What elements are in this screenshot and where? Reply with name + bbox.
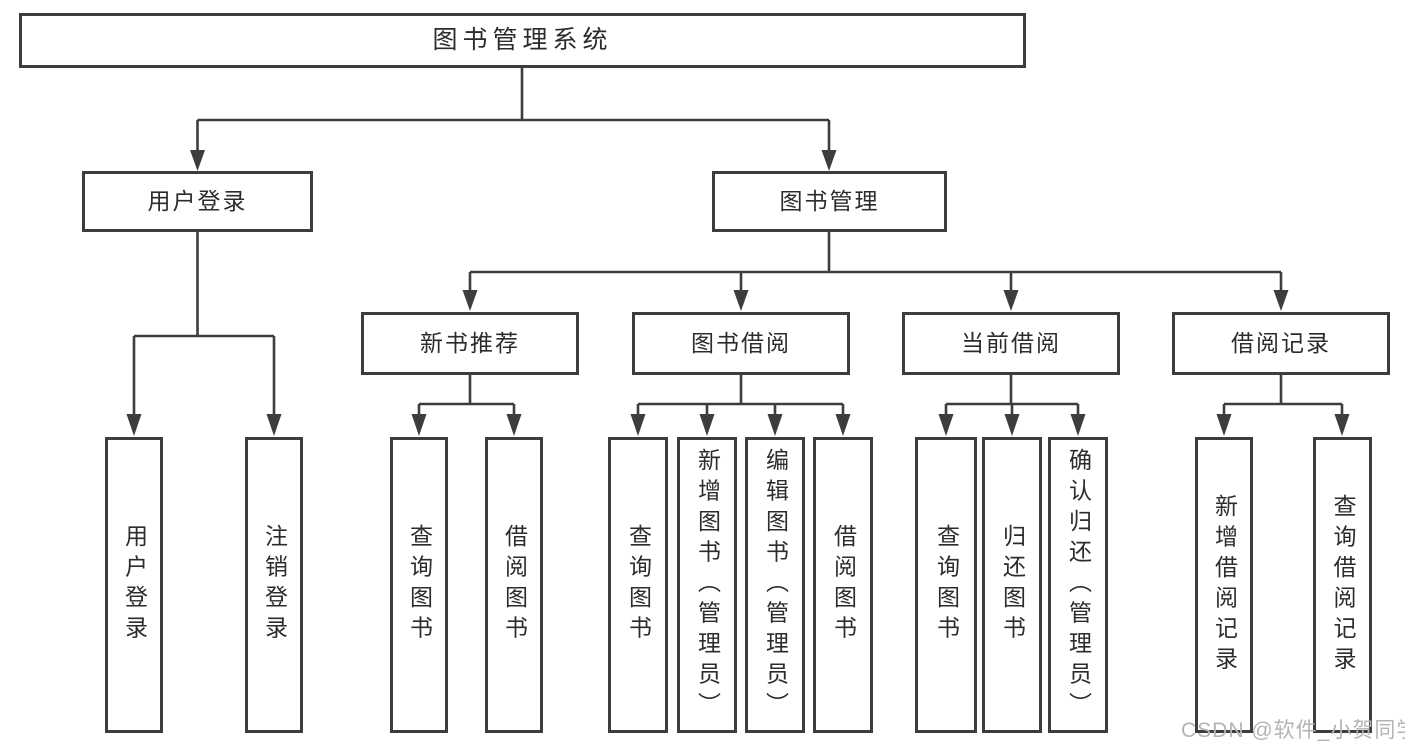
node-label: 借阅图书	[830, 524, 857, 646]
node-label: 查询图书	[406, 524, 433, 646]
leaf-edit-book-admin: 编辑图书（管理员）	[745, 437, 805, 733]
node-label: 用户登录	[147, 188, 248, 214]
node-label: 图书管理系统	[432, 26, 613, 54]
leaf-query-borrow-record: 查询借阅记录	[1313, 437, 1372, 733]
leaf-borrow-books: 借阅图书	[813, 437, 873, 733]
leaf-return-book: 归还图书	[982, 437, 1042, 733]
node-label: 当前借阅	[961, 330, 1061, 356]
node-current-borrow: 当前借阅	[902, 312, 1120, 375]
node-user-login: 用户登录	[82, 171, 313, 232]
leaf-add-borrow-record: 新增借阅记录	[1195, 437, 1253, 733]
connector-new-book-recommend-to-leaves	[411, 375, 522, 436]
connector-book-borrow-to-leaves	[630, 375, 851, 436]
node-new-book-recommend: 新书推荐	[361, 312, 579, 375]
leaf-user-login: 用户登录	[105, 437, 163, 733]
connector-current-borrow-to-leaves	[938, 375, 1086, 436]
connector-user-login-to-leaves	[126, 231, 282, 436]
connector-borrow-records-to-leaves	[1216, 375, 1350, 436]
node-book-management: 图书管理	[712, 171, 947, 232]
node-label: 新增图书（管理员）	[694, 447, 721, 723]
connector-root-to-level2	[190, 68, 837, 171]
connector-book-management-to-level3	[462, 231, 1289, 311]
leaf-query-books-current: 查询图书	[915, 437, 977, 733]
leaf-query-books-borrow: 查询图书	[608, 437, 668, 733]
node-label: 查询图书	[625, 524, 652, 646]
node-label: 确认归还（管理员）	[1065, 447, 1092, 723]
node-label: 图书管理	[779, 188, 880, 214]
node-label: 注销登录	[261, 524, 288, 646]
leaf-add-book-admin: 新增图书（管理员）	[677, 437, 737, 733]
node-label: 编辑图书（管理员）	[762, 447, 789, 723]
csdn-watermark: CSDN @软件_小贺同学	[1181, 719, 1405, 742]
leaf-query-books-recommend: 查询图书	[390, 437, 448, 733]
node-borrow-records: 借阅记录	[1172, 312, 1390, 375]
node-label: 归还图书	[999, 524, 1026, 646]
node-label: 查询图书	[933, 524, 960, 646]
node-label: 新增借阅记录	[1211, 493, 1238, 677]
node-label: 图书借阅	[691, 330, 791, 356]
node-book-borrow: 图书借阅	[632, 312, 850, 375]
node-label: 新书推荐	[420, 330, 520, 356]
node-root: 图书管理系统	[19, 13, 1026, 68]
leaf-logout: 注销登录	[245, 437, 303, 733]
leaf-confirm-return-admin: 确认归还（管理员）	[1048, 437, 1108, 733]
node-label: 用户登录	[121, 524, 148, 646]
leaf-borrow-books-recommend: 借阅图书	[485, 437, 543, 733]
node-label: 借阅图书	[501, 524, 528, 646]
node-label: 查询借阅记录	[1330, 493, 1356, 677]
node-label: 借阅记录	[1231, 330, 1331, 356]
